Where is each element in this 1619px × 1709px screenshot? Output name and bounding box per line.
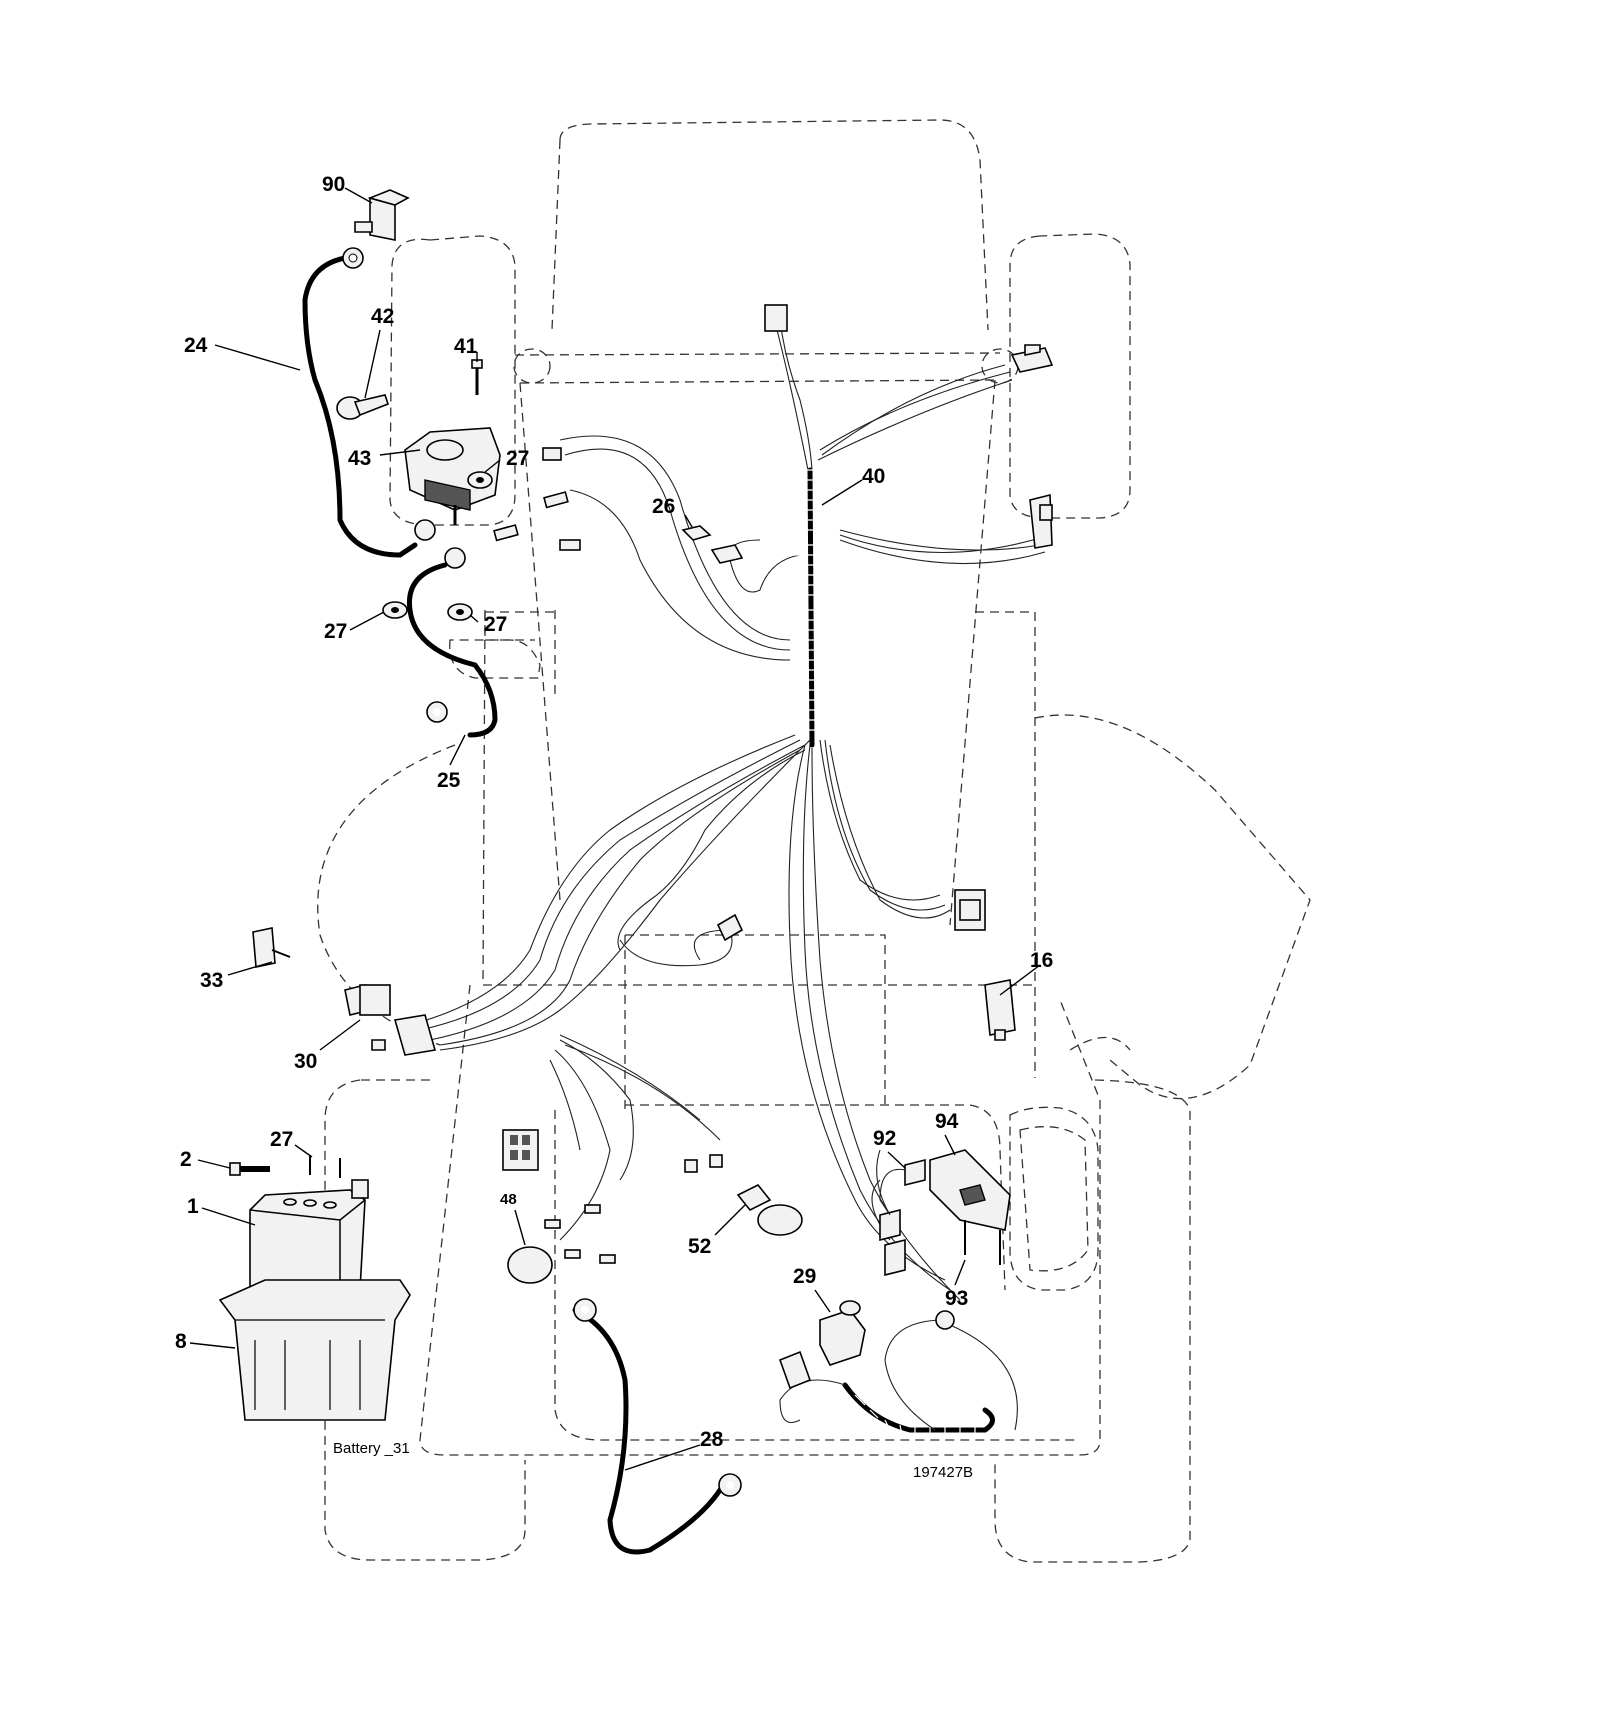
- bolts-27-battery: [309, 1155, 341, 1178]
- bolt-41: [471, 359, 483, 395]
- callout-27-right: 27: [484, 613, 507, 636]
- callout-16: 16: [1030, 949, 1053, 972]
- callout-90: 90: [322, 173, 345, 196]
- callout-94: 94: [935, 1110, 959, 1133]
- callout-26: 26: [652, 495, 675, 518]
- main-harness-wires: [409, 319, 1051, 1301]
- callout-48: 48: [500, 1191, 517, 1208]
- nut-27-top: [467, 471, 493, 489]
- battery-caption: Battery _31: [333, 1440, 410, 1457]
- callout-1: 1: [187, 1195, 199, 1218]
- harness-coil: [793, 467, 829, 748]
- callout-2: 2: [180, 1148, 192, 1171]
- switch-92: [879, 1158, 926, 1277]
- harness-plug: [502, 1129, 539, 1171]
- battery-cables: [302, 247, 742, 1555]
- callout-labels: 90 24 42 41 43 27 40 26 27 27 25 16 33 3…: [175, 173, 1053, 1451]
- connector-right-top: [1010, 344, 1054, 373]
- callout-27-battery: 27: [270, 1128, 293, 1151]
- sensor-29: [778, 1300, 866, 1390]
- callout-25: 25: [437, 769, 461, 792]
- callout-30: 30: [294, 1050, 317, 1073]
- callout-33: 33: [200, 969, 223, 992]
- callout-52: 52: [688, 1235, 711, 1258]
- callout-24: 24: [184, 334, 208, 357]
- callout-42: 42: [371, 305, 394, 328]
- fuse-26: [681, 525, 744, 564]
- solenoid-43: [404, 427, 501, 525]
- nut-27-left: [382, 601, 408, 619]
- drawing-number: 197427B: [913, 1464, 973, 1481]
- bolt-2: [229, 1162, 270, 1176]
- callout-8: 8: [175, 1330, 187, 1353]
- battery-tray-8: [218, 1279, 411, 1421]
- callout-27-top: 27: [506, 447, 529, 470]
- callout-40: 40: [862, 465, 885, 488]
- lamp-52: [736, 1183, 803, 1236]
- components: [218, 189, 1054, 1421]
- ignition-switch-30: [344, 984, 437, 1056]
- relay-16: [984, 979, 1016, 1041]
- callout-92: 92: [873, 1127, 896, 1150]
- nut-27-right: [447, 603, 473, 621]
- callout-28: 28: [700, 1428, 724, 1451]
- callout-93: 93: [945, 1287, 968, 1310]
- callout-43: 43: [348, 447, 371, 470]
- connector-right-mid: [1029, 493, 1053, 549]
- lamp-48: [507, 1154, 723, 1284]
- battery-1: [249, 1179, 369, 1306]
- callout-27-left: 27: [324, 620, 347, 643]
- key-33: [252, 927, 291, 968]
- callout-41: 41: [454, 335, 478, 358]
- connector-16-area: [954, 889, 986, 931]
- switch-bracket-94: [929, 1149, 1011, 1265]
- terminal-boot-42: [336, 394, 389, 420]
- leader-lines: [189, 187, 1041, 1471]
- callout-29: 29: [793, 1265, 816, 1288]
- tractor-outline: [317, 119, 1311, 1563]
- terminal-cap-90: [354, 189, 410, 241]
- coil-cord: [779, 1310, 1018, 1436]
